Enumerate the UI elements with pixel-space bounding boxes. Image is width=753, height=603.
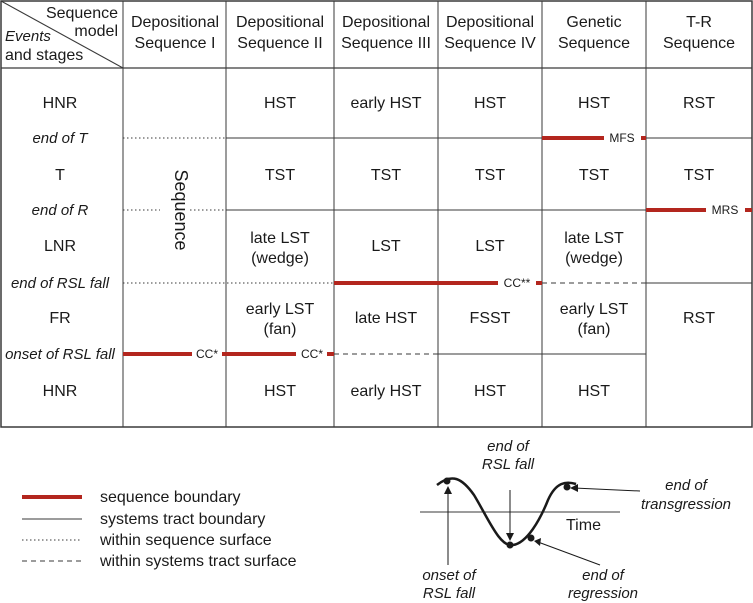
label-end-regression-line2: regression (568, 585, 638, 602)
arrow-end-regression (537, 541, 601, 566)
cc-double-label: CC** (504, 276, 531, 290)
column-header-seq2-line2: Sequence II (237, 35, 322, 52)
label-end-transgression-line1: end of (665, 477, 709, 494)
legend: sequence boundary systems tract boundary… (22, 489, 297, 570)
column-header-seq3-line1: Depositional (342, 14, 430, 31)
seq2-cell-fan: (fan) (264, 321, 297, 338)
genetic-cell-hst-bottom: HST (578, 383, 610, 400)
corner-diagonal (0, 0, 124, 69)
label-end-rsl-fall-line2: RSL fall (482, 456, 535, 473)
genetic-cell-early-lst: early LST (560, 301, 629, 318)
arrow-end-transgression (573, 487, 641, 492)
point-end-regression (527, 534, 535, 542)
seq4-cell-lst: LST (475, 238, 505, 255)
row-labels: HNR end of T T end of R LNR end of RSL f… (5, 95, 115, 400)
corner-bottom-label-2: and stages (5, 47, 83, 64)
sea-level-curve-diagram: Time end of RSL fall end of transgressio… (420, 438, 731, 602)
event-label-onset-of-rsl-fall: onset of RSL fall (5, 346, 115, 363)
seq3-cell-early-hst-bottom: early HST (350, 383, 421, 400)
seq1-vertical-label: Sequence (171, 169, 191, 250)
tr-cell-rst-lower: RST (683, 310, 715, 327)
label-end-rsl-fall-line1: end of (487, 438, 531, 455)
column-header-seq4-line1: Depositional (446, 14, 534, 31)
stage-label-fr: FR (49, 310, 70, 327)
column-header-tr-line2: Sequence (663, 35, 735, 52)
genetic-cell-tst: TST (579, 167, 609, 184)
column-header-seq1-line2: Sequence I (135, 35, 216, 52)
seq4-cell-fsst: FSST (470, 310, 511, 327)
point-end-transgression (563, 483, 571, 491)
genetic-cell-hst: HST (578, 95, 610, 112)
column-header-seq2-line1: Depositional (236, 14, 324, 31)
tr-cell-rst: RST (683, 95, 715, 112)
column-header-seq3-line2: Sequence III (341, 35, 431, 52)
event-label-end-of-rsl-fall: end of RSL fall (11, 275, 110, 292)
time-axis-label: Time (566, 517, 601, 534)
event-label-end-of-r: end of R (32, 202, 89, 219)
seq4-cell-tst: TST (475, 167, 505, 184)
seq3-cell-lst: LST (371, 238, 401, 255)
label-onset-rsl-fall-line2: RSL fall (423, 585, 476, 602)
seq4-cell-hst: HST (474, 95, 506, 112)
cc1-label: CC* (196, 347, 218, 361)
sequence-boundaries (123, 136, 752, 356)
legend-label-within-sequence: within sequence surface (99, 532, 272, 549)
label-onset-rsl-fall-line1: onset of (422, 567, 477, 584)
table-header: Sequence model Events and stages Deposit… (5, 5, 735, 64)
mrs-label: MRS (712, 203, 739, 217)
mfs-label: MFS (609, 131, 634, 145)
column-header-genetic-line2: Sequence (558, 35, 630, 52)
genetic-cell-wedge: (wedge) (565, 250, 623, 267)
seq4-cell-hst-bottom: HST (474, 383, 506, 400)
seq2-cell-tst: TST (265, 167, 295, 184)
cc2-label: CC* (301, 347, 323, 361)
seq2-cell-hst-bottom: HST (264, 383, 296, 400)
corner-bottom-label: Events (5, 28, 51, 45)
column-header-tr-line1: T-R (686, 14, 712, 31)
within-sequence-surfaces (123, 137, 334, 284)
seq2-cell-wedge: (wedge) (251, 250, 309, 267)
arrow-head-icon (506, 533, 514, 541)
arrow-head-icon (570, 484, 578, 492)
seq2-cell-hst: HST (264, 95, 296, 112)
seq2-cell-early-lst: early LST (246, 301, 315, 318)
column-header-seq1-line1: Depositional (131, 14, 219, 31)
stage-label-t: T (55, 167, 65, 184)
corner-top-label-2: model (74, 23, 118, 40)
stage-label-lnr: LNR (44, 238, 76, 255)
surface-labels: MFS MRS CC** CC* CC* (196, 131, 738, 361)
table-border (0, 0, 753, 428)
label-end-transgression-line2: transgression (641, 496, 731, 513)
genetic-cell-late-lst: late LST (564, 230, 624, 247)
table-grid (0, 0, 753, 428)
stage-label-hnr: HNR (43, 95, 78, 112)
legend-label-systems-tract-boundary: systems tract boundary (100, 511, 265, 528)
legend-label-sequence-boundary: sequence boundary (100, 489, 241, 506)
seq3-cell-early-hst: early HST (350, 95, 421, 112)
point-end-rsl-fall (506, 541, 514, 549)
column-header-genetic-line1: Genetic (566, 14, 621, 31)
genetic-cell-fan: (fan) (578, 321, 611, 338)
seq2-cell-late-lst: late LST (250, 230, 310, 247)
tr-cell-tst: TST (684, 167, 714, 184)
arrow-head-icon (444, 486, 452, 494)
corner-top-label: Sequence (46, 5, 118, 22)
event-label-end-of-t: end of T (32, 130, 89, 147)
stage-label-hnr-bottom: HNR (43, 383, 78, 400)
point-onset-rsl-fall (443, 477, 451, 485)
seq3-cell-tst: TST (371, 167, 401, 184)
arrow-head-icon (534, 538, 541, 546)
column-header-seq4-line2: Sequence IV (444, 35, 536, 52)
label-end-regression-line1: end of (582, 567, 626, 584)
seq3-cell-late-hst: late HST (355, 310, 417, 327)
table-cells: Sequence HST TST late LST (wedge) early … (171, 95, 715, 400)
legend-label-within-systems-tract: within systems tract surface (99, 553, 297, 570)
